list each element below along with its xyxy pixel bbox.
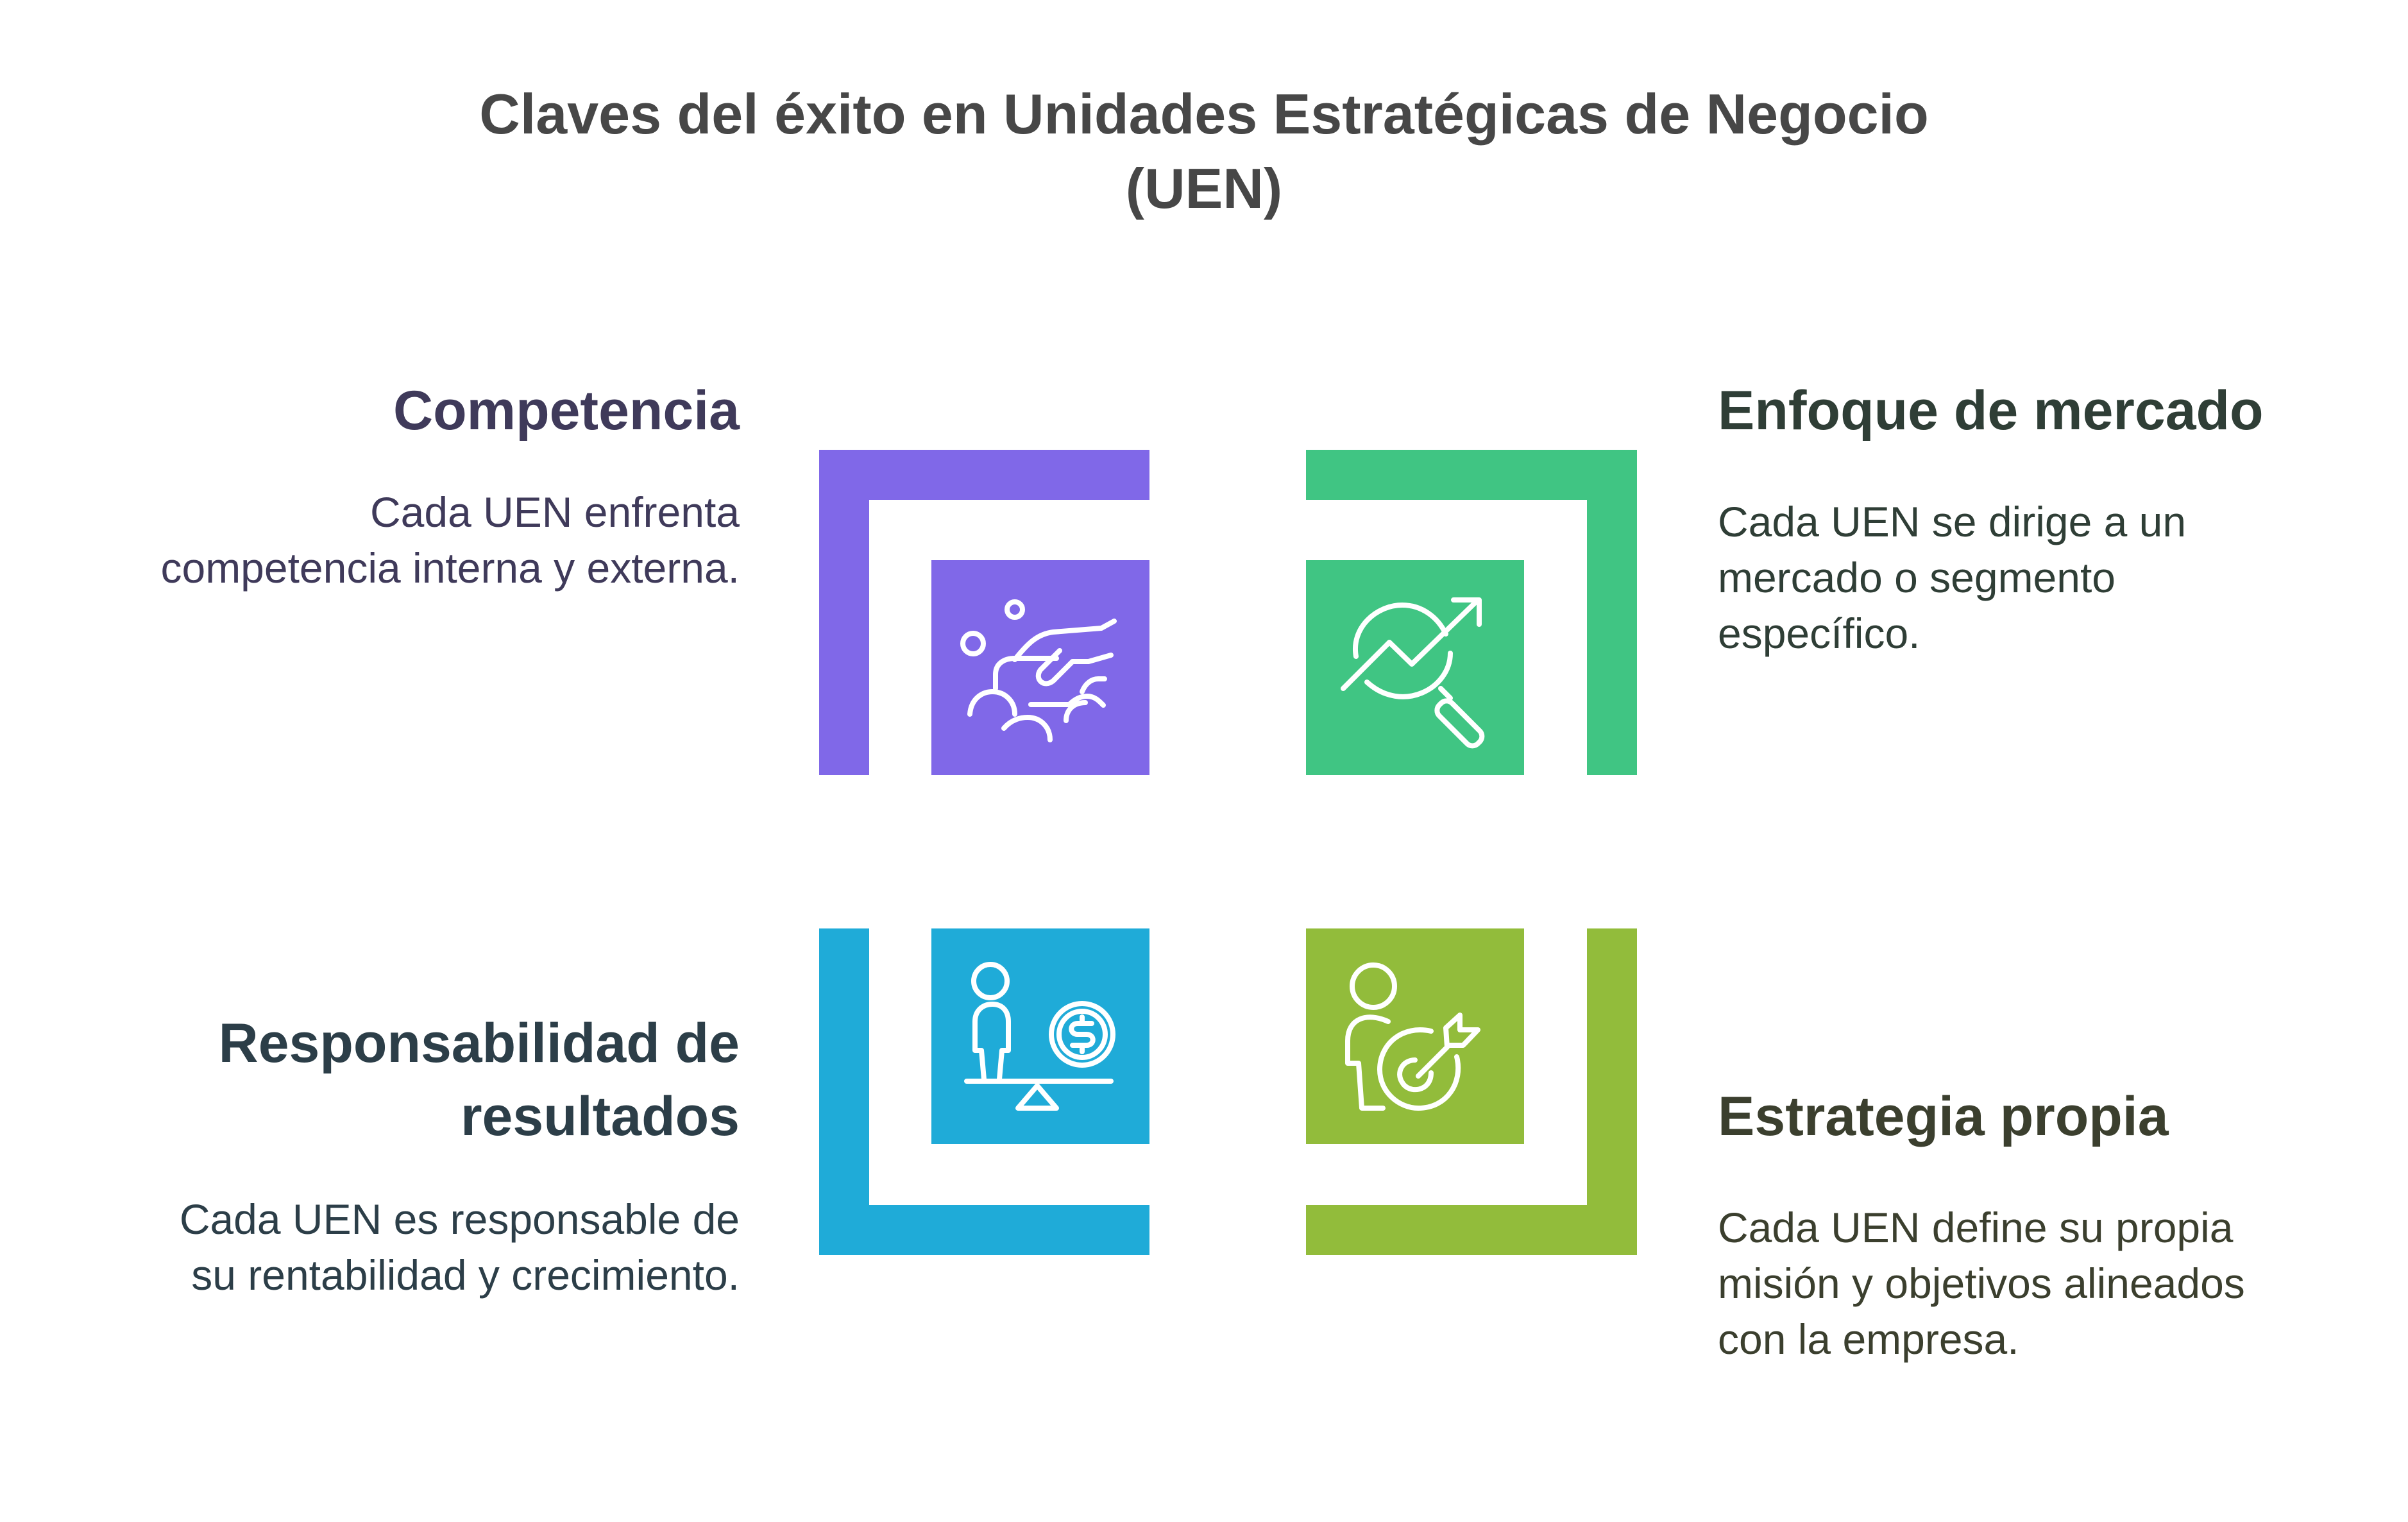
- text-line: misión y objetivos alineados: [1718, 1260, 2245, 1307]
- estrategia-block: [1306, 928, 1637, 1255]
- competencia-heading: Competencia: [393, 380, 740, 441]
- icon-tile: [931, 560, 1149, 775]
- corner-frame: [819, 450, 1149, 500]
- text-line: específico.: [1718, 610, 1920, 657]
- person-target-icon: [1345, 962, 1480, 1111]
- text-line: Cada UEN enfrenta: [370, 488, 740, 536]
- corner-frame: [1587, 928, 1637, 1255]
- balance-money-icon: [964, 962, 1115, 1111]
- icon-tile: [1306, 560, 1524, 775]
- page-title: Claves del éxito en Unidades Estratégica…: [0, 77, 2408, 226]
- enfoque-heading: Enfoque de mercado: [1718, 380, 2264, 441]
- market-analysis-icon: [1341, 597, 1485, 749]
- competencia-block: [819, 450, 1149, 775]
- text-line: competencia interna y externa.: [160, 544, 740, 592]
- corner-frame: [819, 928, 869, 1255]
- title-line-2: (UEN): [1125, 157, 1283, 220]
- corner-frame: [1306, 1205, 1637, 1255]
- title-line-1: Claves del éxito en Unidades Estratégica…: [479, 82, 1929, 146]
- corner-frame: [819, 1205, 1149, 1255]
- responsabilidad-description: Cada UEN es responsable de su rentabilid…: [64, 1192, 740, 1303]
- text-line: Cada UEN es responsable de: [179, 1195, 740, 1243]
- corner-frame: [819, 450, 869, 775]
- corner-frame: [1306, 450, 1637, 500]
- corner-frame: [1587, 450, 1637, 775]
- icon-tile: [931, 928, 1149, 1144]
- estrategia-description: Cada UEN define su propia misión y objet…: [1718, 1200, 2404, 1367]
- icon-tile: [1306, 928, 1524, 1144]
- enfoque-block: [1306, 450, 1637, 775]
- text-line: su rentabilidad y crecimiento.: [191, 1251, 740, 1299]
- enfoque-description: Cada UEN se dirige a un mercado o segmen…: [1718, 494, 2391, 662]
- heading-line: resultados: [461, 1086, 740, 1147]
- responsabilidad-heading: Responsabilidad de resultados: [128, 1007, 740, 1153]
- text-line: Cada UEN define su propia: [1718, 1204, 2234, 1251]
- responsabilidad-block: [819, 928, 1149, 1255]
- text-line: Cada UEN se dirige a un: [1718, 498, 2187, 545]
- hand-people-icon: [960, 599, 1117, 742]
- estrategia-heading: Estrategia propia: [1718, 1086, 2169, 1147]
- heading-line: Responsabilidad de: [218, 1013, 740, 1074]
- competencia-description: Cada UEN enfrenta competencia interna y …: [64, 484, 740, 596]
- text-line: con la empresa.: [1718, 1315, 2019, 1363]
- text-line: mercado o segmento: [1718, 554, 2116, 601]
